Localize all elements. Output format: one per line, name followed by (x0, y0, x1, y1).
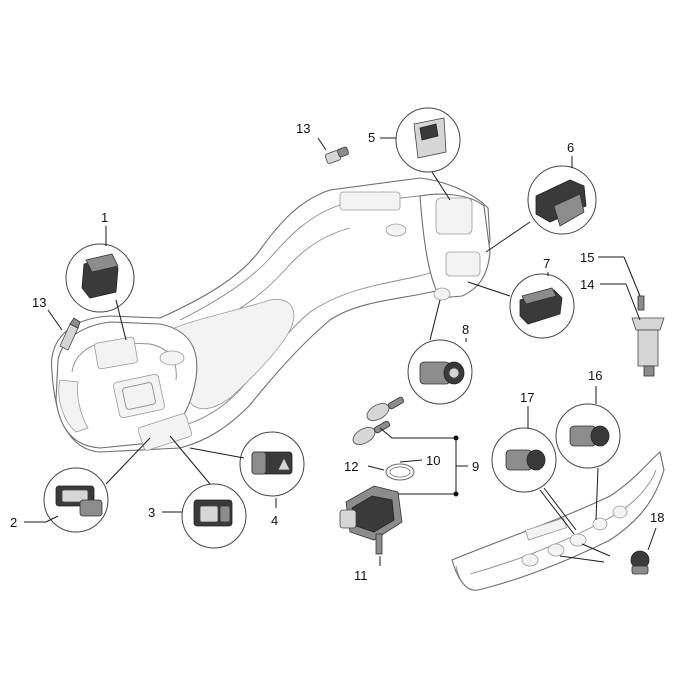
part-9-keys-and-ignition (339, 396, 415, 555)
label-part-13-upper: 13 (296, 121, 310, 136)
callout-part-3 (181, 483, 247, 549)
callout-part-4 (239, 431, 305, 497)
callout-part-8 (407, 339, 473, 405)
label-part-10: 10 (426, 453, 440, 468)
label-part-7: 7 (543, 256, 550, 271)
label-part-13-left: 13 (32, 295, 46, 310)
label-part-4: 4 (271, 513, 278, 528)
label-part-8: 8 (462, 322, 469, 337)
label-part-16: 16 (588, 368, 602, 383)
handlebar-cover (50, 177, 491, 453)
label-part-15: 15 (580, 250, 594, 265)
label-part-6: 6 (567, 140, 574, 155)
label-part-9: 9 (472, 459, 479, 474)
callout-part-2 (43, 467, 109, 533)
callout-part-7 (509, 273, 575, 339)
label-part-14: 14 (580, 277, 594, 292)
label-part-1: 1 (101, 210, 108, 225)
callout-part-17 (491, 427, 557, 493)
part-18-grommet (630, 550, 650, 575)
leader-lines (24, 137, 657, 566)
callout-part-16 (555, 403, 621, 469)
callout-part-1 (65, 243, 135, 313)
label-part-18: 18 (650, 510, 664, 525)
label-part-12: 12 (344, 459, 358, 474)
label-part-17: 17 (520, 390, 534, 405)
lower-panel (451, 451, 665, 591)
callout-part-6 (527, 165, 597, 235)
callout-part-5 (395, 107, 461, 173)
part-14-15-fastener (631, 295, 665, 377)
label-part-11: 11 (354, 568, 368, 583)
part-13-bulb-upper (324, 146, 349, 164)
part-labels: 1 2 3 4 5 6 7 8 9 10 11 12 13 13 14 15 1… (10, 121, 664, 583)
label-part-5: 5 (368, 130, 375, 145)
label-part-3: 3 (148, 505, 155, 520)
label-part-2: 2 (10, 515, 17, 530)
part-13-bulb-left (59, 317, 81, 351)
